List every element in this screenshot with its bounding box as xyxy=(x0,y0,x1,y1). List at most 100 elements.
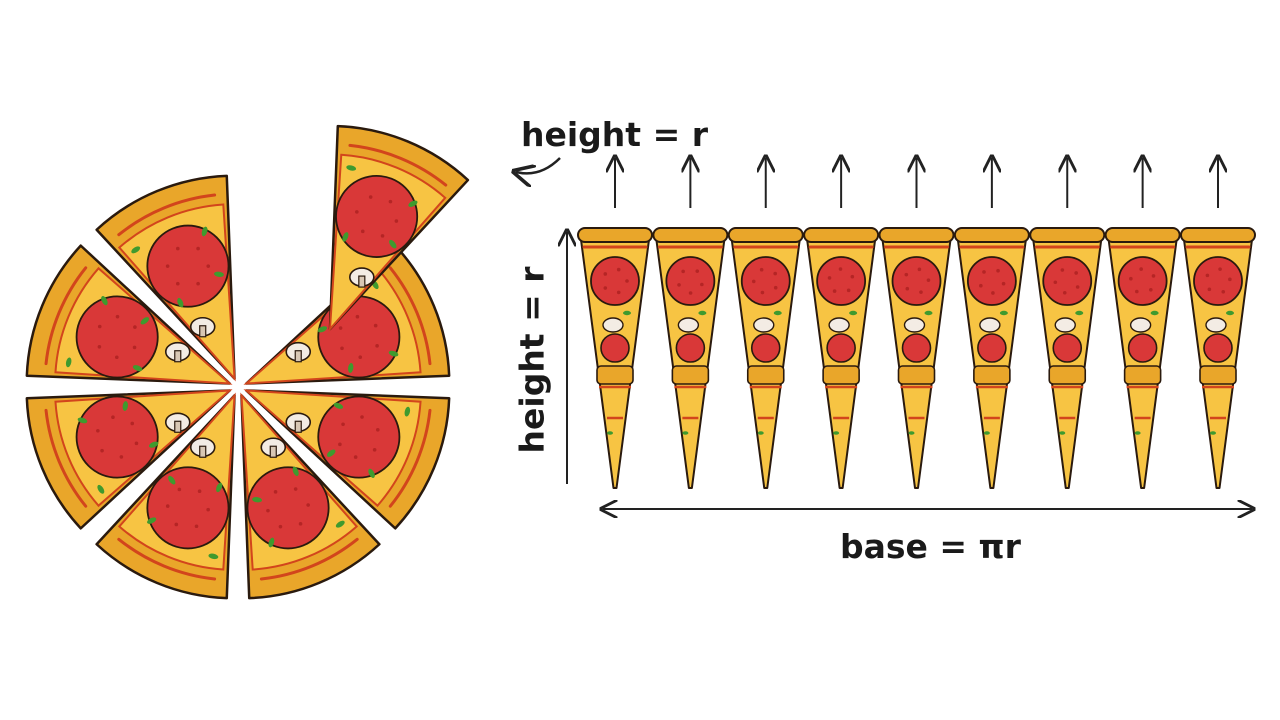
pepperoni xyxy=(335,174,419,258)
pepperoni-spot xyxy=(1062,290,1067,295)
pepperoni-spot xyxy=(1075,285,1080,289)
pepperoni-spot xyxy=(206,507,210,512)
basil-leaf xyxy=(65,357,72,368)
mushroom-stem xyxy=(294,350,302,363)
pepperoni-spot xyxy=(196,246,200,251)
pepperoni-spot xyxy=(175,281,180,286)
basil-leaf xyxy=(849,310,858,316)
pepperoni-spot xyxy=(273,490,278,494)
pepperoni-spot xyxy=(681,269,685,274)
basil-leaf xyxy=(1150,310,1159,316)
pepperoni-spot xyxy=(115,314,120,319)
pepperoni-spot xyxy=(338,326,343,330)
basil-leaf xyxy=(757,431,764,435)
basil-leaf xyxy=(201,226,208,237)
cone-crust xyxy=(878,227,955,243)
slice-wrapper xyxy=(95,174,236,382)
pepperoni xyxy=(146,466,230,550)
pepperoni-spot xyxy=(338,442,342,447)
pepperoni-spot xyxy=(130,421,135,426)
basil-leaf xyxy=(213,271,224,277)
pepperoni-spot xyxy=(298,522,303,526)
pepperoni-spot xyxy=(340,346,344,351)
basil-leaf xyxy=(97,484,105,494)
pepperoni-spot xyxy=(1053,280,1058,285)
pepperoni-spot xyxy=(341,422,345,427)
mushroom xyxy=(1205,317,1227,333)
cone-band xyxy=(596,365,634,385)
sauce-line xyxy=(117,193,217,237)
pepperoni-spot xyxy=(1060,268,1065,272)
pepperoni xyxy=(317,395,401,479)
pepperoni-small xyxy=(600,333,630,363)
pepperoni xyxy=(740,256,791,306)
side-height-label: height = r xyxy=(512,266,552,454)
basil-leaf xyxy=(1075,310,1084,316)
pepperoni-spot xyxy=(355,210,359,214)
pepperoni-spot xyxy=(1001,281,1006,286)
basil-leaf xyxy=(833,431,840,435)
basil-leaf xyxy=(333,402,344,409)
pepperoni-spot xyxy=(175,246,180,251)
cone-slice xyxy=(803,227,880,489)
basil-leaf xyxy=(147,517,157,524)
pepperoni-spot xyxy=(165,504,170,508)
pepperoni-spot xyxy=(375,427,380,432)
pizza-slice xyxy=(243,244,451,385)
pepperoni-spot xyxy=(979,283,983,288)
mushroom xyxy=(903,317,926,333)
pepperoni-spot xyxy=(380,234,385,238)
pepperoni-spot xyxy=(388,199,393,204)
cone-crust xyxy=(577,227,653,243)
pizza-slice xyxy=(25,244,233,385)
cone-slice xyxy=(1104,227,1181,489)
pepperoni-spot xyxy=(119,455,124,459)
cone-band xyxy=(1123,365,1162,385)
pepperoni-spot xyxy=(850,274,855,279)
pepperoni-small xyxy=(826,333,856,363)
pepperoni-spot xyxy=(134,441,139,446)
basil-leaf xyxy=(1059,431,1066,435)
pepperoni xyxy=(665,256,716,306)
slice-wrapper xyxy=(243,244,451,385)
pepperoni-spot xyxy=(1074,271,1078,275)
pepperoni-spot xyxy=(394,219,399,223)
mushroom-stem xyxy=(199,325,207,338)
pepperoni xyxy=(75,395,159,479)
cone-crust xyxy=(803,227,880,243)
pepperoni xyxy=(891,256,942,306)
pepperoni-spot xyxy=(278,524,283,529)
pepperoni-spot xyxy=(1151,274,1156,278)
cone-band xyxy=(1048,365,1087,385)
slice-wrapper xyxy=(95,392,236,600)
pepperoni-spot xyxy=(97,344,102,349)
pepperoni-spot xyxy=(353,455,358,459)
pepperoni-spot xyxy=(355,314,360,319)
pepperoni-spot xyxy=(1228,277,1232,282)
slice-wrapper xyxy=(243,389,451,530)
basil-leaf xyxy=(1210,431,1216,435)
pepperoni-small xyxy=(1052,333,1083,363)
pepperoni-spot xyxy=(360,229,365,234)
base-label: base = πr xyxy=(840,527,1021,566)
basil-leaf xyxy=(623,310,631,316)
pepperoni-spot xyxy=(760,290,765,295)
pepperoni-spot xyxy=(832,289,837,293)
pepperoni-spot xyxy=(1218,267,1222,271)
pepperoni-spot xyxy=(293,487,298,491)
pizza-slice xyxy=(243,389,451,530)
pepperoni-spot xyxy=(1129,276,1133,281)
basil-leaf xyxy=(252,497,263,503)
pepperoni-spot xyxy=(677,283,681,287)
basil-leaf xyxy=(101,296,108,306)
pepperoni-spot xyxy=(616,267,621,272)
basil-leaf xyxy=(208,553,219,560)
pepperoni-spot xyxy=(695,269,700,273)
basil-leaf xyxy=(122,401,128,412)
cone-band xyxy=(973,365,1011,385)
pepperoni-small xyxy=(675,333,706,363)
pepperoni-spot xyxy=(375,344,379,348)
mushroom-stem xyxy=(174,350,182,363)
mushroom xyxy=(979,317,1001,333)
pepperoni-spot xyxy=(1135,289,1139,294)
